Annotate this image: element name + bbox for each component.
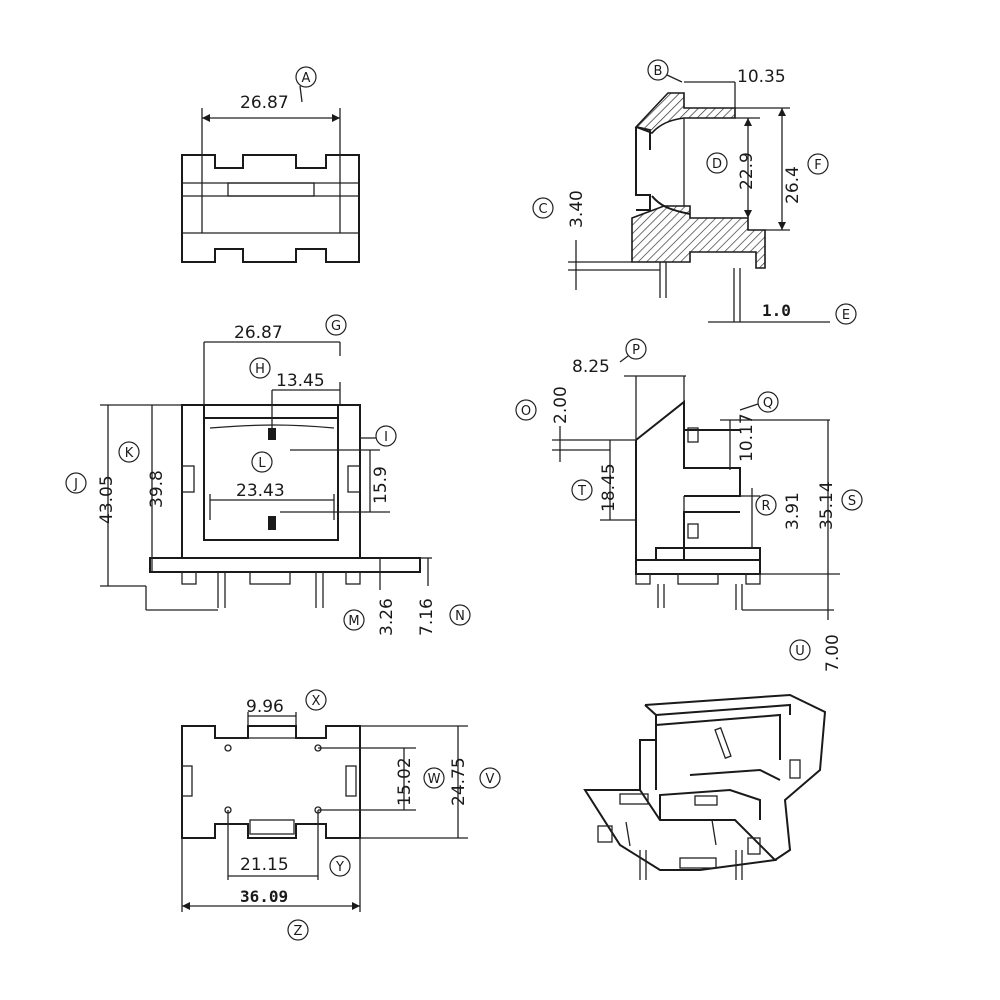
dim-bottom-width: 36.09 (240, 887, 288, 906)
dim-side-depth: 8.25 (572, 357, 610, 377)
dim-bottom-inner-height: 15.02 (395, 757, 415, 806)
bubble-p: P (632, 343, 640, 358)
dim-bottom-pin-span: 21.15 (240, 855, 289, 875)
bubble-h: H (255, 362, 265, 377)
dim-bottom-height: 24.75 (449, 757, 469, 806)
dim-front-body-height: 39.8 (147, 470, 167, 508)
dim-front-pin-offset: 3.26 (377, 598, 397, 636)
bubble-e: E (842, 308, 850, 323)
dim-section-top: 10.35 (737, 67, 786, 87)
dim-front-pin-length: 7.16 (417, 598, 437, 636)
top-view: 26.87 A (181, 66, 360, 263)
bubble-q: Q (763, 396, 773, 411)
bubble-g: G (331, 319, 341, 334)
bottom-view: 9.96 X 15.02 W 24.75 V 21.15 Y 36.09 Z (181, 689, 501, 941)
dim-front-width: 26.87 (234, 323, 283, 343)
bubble-r: R (761, 499, 770, 514)
bubble-j: J (73, 477, 78, 492)
dim-section-outer: 26.4 (783, 166, 803, 204)
bubble-k: K (125, 446, 134, 461)
dim-section-inner: 22.9 (737, 152, 757, 190)
bubble-l: L (258, 456, 266, 471)
bubble-t: T (577, 484, 586, 499)
section-view: 10.35 B 22.9 D 26.4 F 3.40 C 1.0 E (532, 59, 857, 325)
bubble-x: X (312, 694, 321, 709)
side-view: 8.25 P 2.00 O 18.45 T 10.17 Q 3.91 R 35. (515, 338, 863, 672)
bubble-d: D (712, 157, 722, 172)
bubble-n: N (455, 609, 465, 624)
bubble-u: U (795, 644, 805, 659)
dim-section-base: 3.40 (567, 190, 587, 228)
bubble-a: A (302, 71, 311, 86)
dim-front-slot: 13.45 (276, 371, 325, 391)
dim-side-lip: 2.00 (551, 386, 571, 424)
dim-top-width: 26.87 (240, 93, 289, 113)
bubble-z: Z (294, 924, 303, 939)
dim-side-small: 3.91 (783, 492, 803, 530)
front-view: 26.87 G 13.45 H I L 23.43 15.9 43.05 J (65, 314, 471, 636)
dim-section-pin: 1.0 (762, 301, 791, 320)
dim-bottom-slot: 9.96 (246, 697, 284, 717)
bubble-b: B (654, 64, 663, 79)
dim-side-mid: 18.45 (599, 463, 619, 512)
bubble-i: I (384, 430, 388, 445)
dim-front-inner: 23.43 (236, 481, 285, 501)
bubble-c: C (538, 202, 547, 217)
dim-side-upper: 10.17 (737, 413, 757, 462)
dim-side-pin: 7.00 (823, 634, 843, 672)
dim-front-total-height: 43.05 (97, 475, 117, 524)
bubble-s: S (848, 494, 856, 509)
bubble-f: F (814, 158, 821, 173)
bubble-v: V (486, 772, 495, 787)
bubble-w: W (428, 772, 441, 787)
bubble-m: M (348, 614, 359, 629)
bubble-y: Y (335, 860, 344, 875)
dim-front-slot-height: 15.9 (371, 466, 391, 504)
isometric-view (583, 693, 827, 880)
bubble-o: O (521, 404, 531, 419)
dim-side-height: 35.14 (817, 481, 837, 530)
